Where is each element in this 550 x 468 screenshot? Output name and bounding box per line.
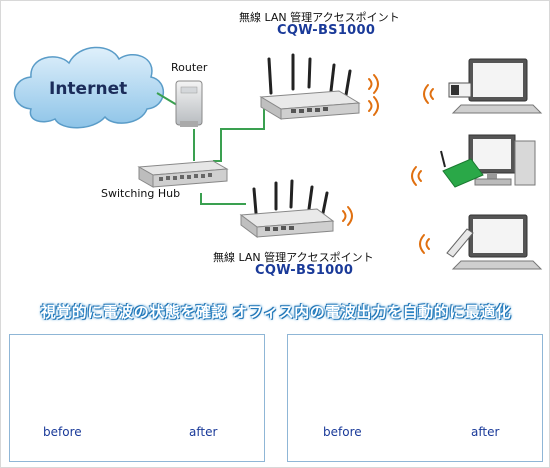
left-after-caption: after bbox=[189, 425, 218, 439]
desktop-pc bbox=[440, 134, 536, 188]
right-comparison-panel bbox=[287, 334, 543, 462]
network-cables bbox=[156, 92, 265, 205]
router-device bbox=[175, 80, 203, 127]
access-point-top bbox=[259, 53, 361, 120]
router-label: Router bbox=[171, 61, 208, 74]
radio-waves bbox=[342, 74, 434, 254]
switch-label: Switching Hub bbox=[101, 187, 181, 200]
left-before-caption: before bbox=[43, 425, 82, 439]
ap-top-model: CQW-BS1000 bbox=[277, 23, 376, 38]
internet-cloud bbox=[13, 46, 165, 129]
feature-banner: 視覚的に電波の状態を確認 オフィス内の電波出力を自動的に最適化 bbox=[40, 303, 512, 321]
right-after-caption: after bbox=[471, 425, 500, 439]
access-point-bottom bbox=[239, 179, 335, 238]
switching-hub-device bbox=[137, 160, 229, 188]
ap-bottom-name: 無線 LAN 管理アクセスポイント bbox=[213, 251, 374, 264]
right-before-caption: before bbox=[323, 425, 362, 439]
laptop-2 bbox=[446, 214, 543, 270]
laptop-1 bbox=[448, 58, 543, 114]
left-comparison-panel bbox=[9, 334, 265, 462]
ap-bottom-model: CQW-BS1000 bbox=[255, 263, 354, 278]
ap-top-name: 無線 LAN 管理アクセスポイント bbox=[239, 11, 400, 24]
internet-label: Internet bbox=[49, 79, 128, 99]
